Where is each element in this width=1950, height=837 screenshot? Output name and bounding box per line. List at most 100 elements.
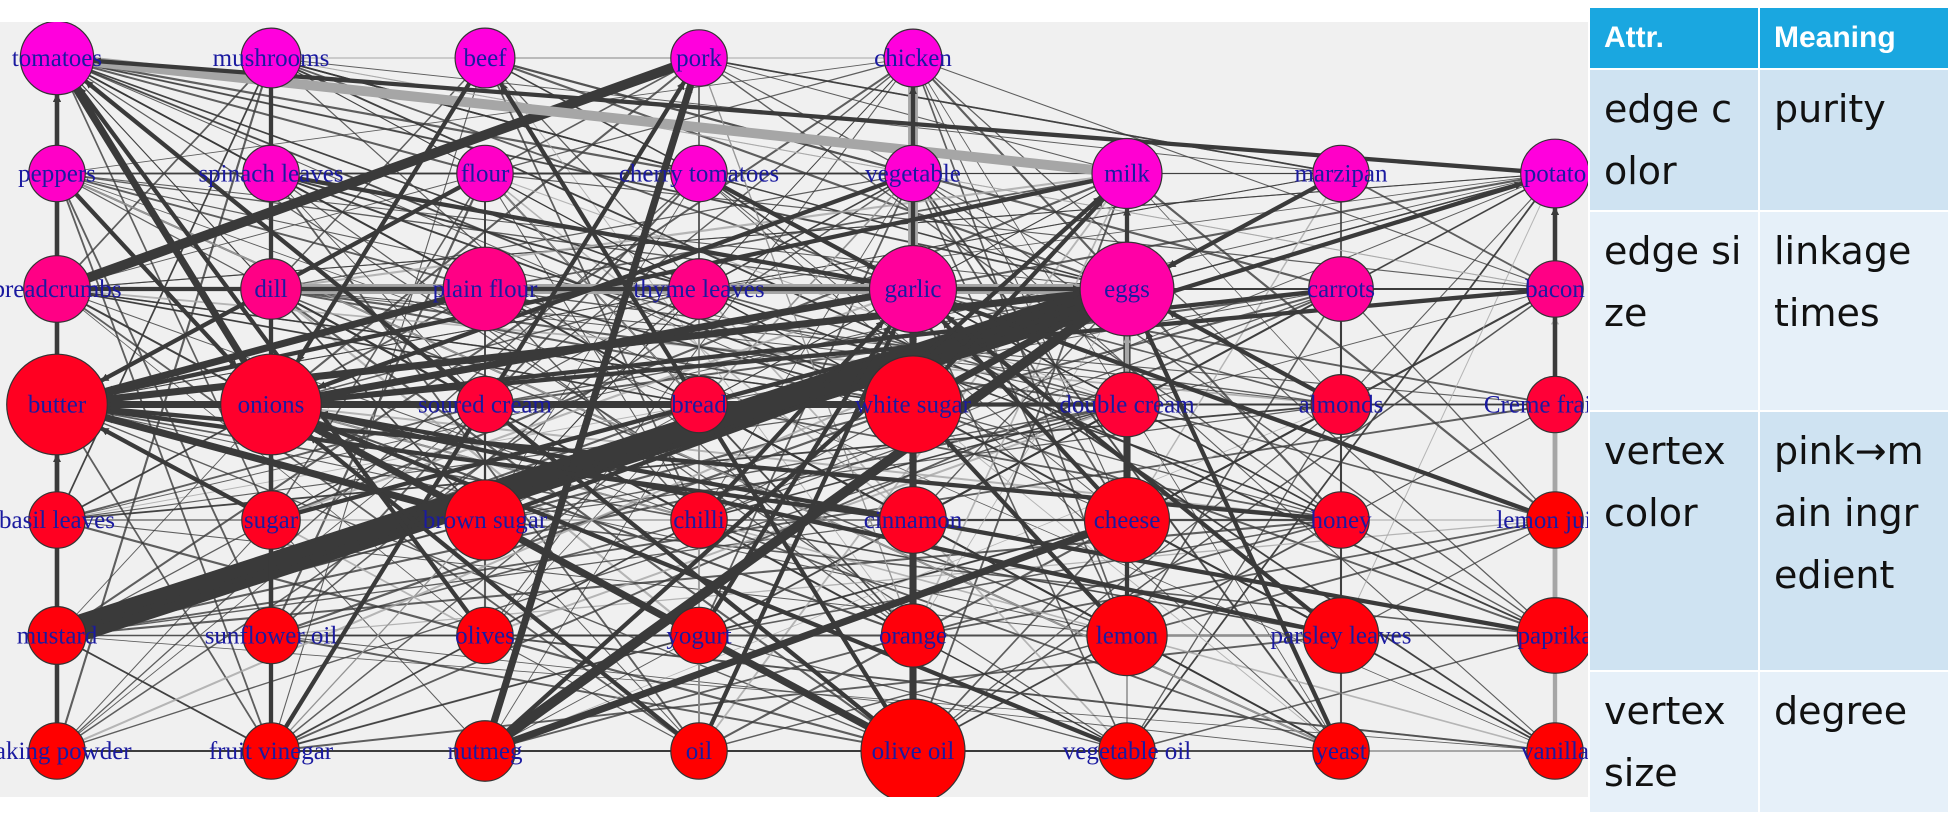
vertex-label-breadcrumbs: breadcrumbs [0,276,122,303]
vertex-label-brownsugar: brown sugar [423,507,548,534]
edge-thin [270,519,486,752]
edge-thin [1126,172,1556,521]
vertex-beef[interactable] [454,27,516,89]
legend-meaning: degree [1760,672,1948,812]
edge-thin [1340,634,1556,752]
edge-spinach-garlic [270,171,871,284]
vertex-potato[interactable] [1520,138,1588,209]
vertex-parsley[interactable] [1302,597,1380,674]
vertex-chilli[interactable] [670,491,728,549]
vertex-lemon[interactable] [1086,594,1168,677]
edge-breadcrumbs-pork [55,62,675,294]
vertex-label-bakingpowder: baking powder [0,738,132,765]
vertex-peppers[interactable] [28,144,86,203]
vertex-breadcrumbs[interactable] [23,255,91,323]
edge-yogurt-garlic [697,324,892,637]
edge-vegetableoil-onions [316,421,1128,753]
edge-cheese-garlic [940,319,1129,522]
vertex-milk[interactable] [1091,137,1163,210]
edge-lemonjuice-garlic [953,301,1556,523]
vertex-honey[interactable] [1312,491,1370,549]
vertex-label-sunflower: sunflower oil [205,623,338,650]
vertex-cheese[interactable] [1083,476,1171,564]
vertex-label-thyme: thyme leaves [633,276,764,303]
vertex-soured[interactable] [456,375,514,434]
vertex-olives[interactable] [456,606,514,665]
vertex-nutmeg[interactable] [454,720,516,782]
vertex-cremefraiche[interactable] [1526,375,1584,434]
vertex-marzipan[interactable] [1312,144,1370,203]
vertex-paprika[interactable] [1516,597,1588,674]
vertex-tomatoes[interactable] [19,22,95,96]
legend-attr: vertex color [1590,412,1758,670]
vertex-almonds[interactable] [1310,374,1372,436]
vertex-label-dill: dill [254,276,287,303]
vertex-doublecream[interactable] [1094,371,1160,438]
vertex-oliveoil[interactable] [860,698,966,797]
vertex-thyme[interactable] [668,258,730,320]
vertex-label-yeast: yeast [1315,738,1366,765]
edge-lemon-whitesugar [944,438,1129,637]
vertex-whitesugar[interactable] [863,355,963,454]
legend-row-vertex-color: vertex color pink→main ingredient [1590,412,1948,670]
vertex-bread[interactable] [670,375,728,434]
vertex-label-doublecream: double cream [1059,392,1195,419]
vertex-fruitvinegar[interactable] [242,722,300,780]
edge-parsley-garlic [945,314,1343,638]
vertex-label-plainflour: plain flour [433,276,539,303]
edge-nutmeg-milk [483,195,1103,753]
vertex-label-milk: milk [1104,161,1150,188]
edge-thin [698,57,1342,175]
legend-row-edge-color: edge color purity [1590,70,1948,210]
legend-attr: edge color [1590,70,1758,210]
edge-potato-tomatoes [92,57,1556,176]
vertex-vegetableoil[interactable] [1098,722,1156,780]
vertex-bakingpowder[interactable] [28,722,86,780]
vertex-pork[interactable] [670,29,728,87]
vertex-yogurt[interactable] [670,606,728,665]
vertex-eggs[interactable] [1079,241,1175,337]
vertex-garlic[interactable] [868,244,958,334]
vertex-label-cheese: cheese [1094,507,1161,534]
legend-meaning: pink→main ingredient [1760,412,1948,670]
vertex-dill[interactable] [240,258,302,320]
vertex-chicken[interactable] [883,28,943,88]
vertex-carrots[interactable] [1308,256,1374,322]
vertex-basil[interactable] [28,491,86,549]
legend-header-attr: Attr. [1590,8,1758,68]
edge-parsley-onions [319,412,1342,638]
vertex-label-vegetable: vegetable [865,161,961,188]
edge-oil-garlic [697,327,897,752]
vertex-mustard[interactable] [27,606,87,665]
vertex-brownsugar[interactable] [444,479,526,561]
vertex-lemonjuice[interactable] [1526,491,1584,549]
vertex-orange[interactable] [880,603,946,668]
vertex-sugar[interactable] [241,490,301,550]
legend-meaning: purity [1760,70,1948,210]
vertex-yeast[interactable] [1312,722,1370,780]
legend-attr: edge size [1590,212,1758,410]
edge-thin [270,57,700,175]
edge-onions-tomatoes [73,87,275,407]
vertex-mushrooms[interactable] [240,27,302,89]
vertex-spinach[interactable] [242,144,300,203]
edge-sugar-butter [100,426,273,522]
edge-nutmeg-cheese [483,531,1089,755]
vertex-label-peppers: peppers [18,161,96,188]
vertex-plainflour[interactable] [442,246,528,332]
vertex-onions[interactable] [220,353,322,456]
vertex-butter[interactable] [6,353,108,456]
vertex-flour[interactable] [456,144,514,203]
vertex-cinnamon[interactable] [879,486,947,554]
vertex-bacon[interactable] [1526,260,1584,318]
vertex-label-marzipan: marzipan [1294,161,1388,188]
vertex-vanilla[interactable] [1526,722,1584,780]
vertex-sunflower[interactable] [242,606,300,665]
vertex-label-lemon: lemon [1096,623,1159,650]
edge-thin [56,634,272,752]
vertex-cherrytomatoes[interactable] [670,144,728,203]
vertex-oil[interactable] [670,722,728,780]
vertex-vegetable[interactable] [884,144,942,203]
